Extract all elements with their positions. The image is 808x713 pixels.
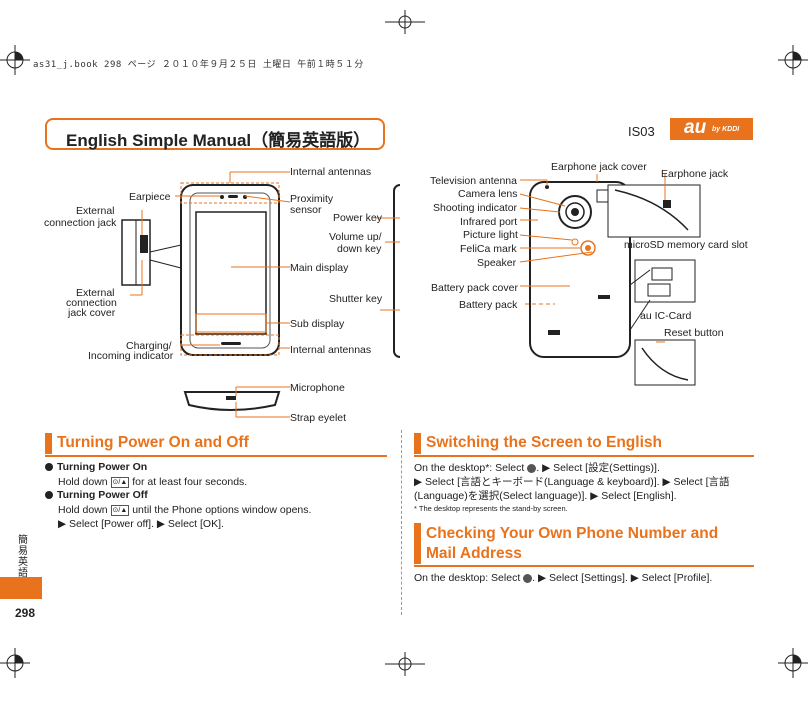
power-on-text: Hold down ⊙/▲ for at least four seconds.	[58, 476, 248, 488]
label-earpiece: Earpiece	[129, 191, 171, 203]
label-camera-lens: Camera lens	[458, 188, 518, 200]
registration-mark-tl-icon	[0, 45, 30, 75]
section-heading-power: Turning Power On and Off	[57, 434, 249, 451]
side-vertical-label: 簡易英語	[18, 535, 28, 579]
section-bar-number	[414, 523, 421, 564]
label-microsd-slot: microSD memory card slot	[624, 239, 748, 251]
english-line-1: On the desktop*: Select . ▶ Select [設定(S…	[414, 462, 660, 474]
label-earphone-jack-cover: Earphone jack cover	[551, 161, 647, 173]
menu-button-icon	[527, 463, 537, 473]
label-speaker: Speaker	[477, 257, 517, 269]
label-shutter-key: Shutter key	[329, 293, 383, 305]
label-volume-1: Volume up/	[329, 231, 382, 243]
section-bar-power	[45, 433, 52, 454]
label-television-antenna: Television antenna	[430, 175, 517, 187]
power-key-icon: ⊙/▲	[110, 504, 130, 516]
au-logo-box: au by KDDI	[670, 117, 753, 140]
label-felica-mark: FeliCa mark	[460, 243, 517, 255]
label-main-display: Main display	[290, 262, 349, 274]
power-off-steps: ▶ Select [Power off]. ▶ Select [OK].	[58, 518, 224, 530]
label-proximity-2: sensor	[290, 204, 322, 216]
label-internal-antennas-bottom: Internal antennas	[290, 344, 372, 356]
page-title: English Simple Manual（簡易英語版）	[66, 131, 371, 150]
registration-mark-bl-icon	[0, 648, 30, 678]
number-line: On the desktop: Select . ▶ Select [Setti…	[414, 572, 713, 584]
english-note: * The desktop represents the stand-by sc…	[414, 504, 568, 513]
registration-mark-br-icon	[778, 648, 808, 678]
label-volume-2: down key	[337, 243, 382, 255]
section-heading-number-1: Checking Your Own Phone Number and	[426, 525, 719, 542]
back-phone-diagram	[519, 174, 701, 386]
registration-mark-tr-icon	[778, 45, 808, 75]
page-number: 298	[15, 606, 36, 620]
power-key-icon: ⊙/▲	[110, 476, 130, 488]
label-charging-2: Incoming indicator	[88, 350, 174, 362]
print-header-line: as31_j.book 298 ページ ２０１０年９月２５日 土曜日 午前１時５…	[33, 60, 364, 70]
label-shooting-indicator: Shooting indicator	[433, 202, 518, 214]
section-bar-english	[414, 433, 421, 454]
label-internal-antennas-top: Internal antennas	[290, 166, 372, 178]
label-au-ic-card: au IC-Card	[640, 310, 692, 322]
menu-button-icon	[523, 573, 533, 583]
section-heading-number-2: Mail Address	[426, 545, 522, 562]
label-reset-button: Reset button	[664, 327, 724, 339]
label-battery-pack: Battery pack	[459, 299, 518, 311]
label-charging-1: Charging/	[126, 340, 172, 352]
model-name: IS03	[628, 124, 655, 139]
front-phone-diagram	[121, 171, 400, 418]
label-proximity-1: Proximity	[290, 193, 334, 205]
section-underline-english	[414, 455, 754, 457]
au-logo-sub: by KDDI	[712, 126, 740, 133]
page-title-box: English Simple Manual（簡易英語版）	[45, 118, 385, 150]
label-infrared-port: Infrared port	[460, 216, 518, 228]
power-off-title: Turning Power Off	[45, 488, 148, 502]
power-on-title: Turning Power On	[45, 460, 147, 474]
bullet-icon	[45, 463, 53, 472]
label-power-key: Power key	[333, 212, 383, 224]
english-line-2: ▶ Select [言語とキーボード(Language & keyboard)]…	[414, 476, 730, 488]
english-line-3: (Language)を選択(Select language)]. ▶ Selec…	[414, 490, 677, 502]
label-strap-eyelet: Strap eyelet	[290, 412, 347, 424]
label-jack-cover-2: connection	[66, 297, 117, 309]
registration-mark-top-center-icon	[385, 10, 425, 34]
column-divider	[401, 430, 402, 615]
label-picture-light: Picture light	[463, 229, 518, 241]
label-external-jack-2: connection jack	[44, 217, 117, 229]
section-underline-number	[414, 565, 754, 567]
registration-mark-bottom-center-icon	[385, 652, 425, 676]
power-off-text: Hold down ⊙/▲ until the Phone options wi…	[58, 504, 312, 516]
side-tab	[0, 577, 42, 599]
section-heading-english: Switching the Screen to English	[426, 434, 662, 451]
label-jack-cover-1: External	[76, 287, 115, 299]
label-jack-cover-3: jack cover	[68, 307, 116, 319]
label-microphone: Microphone	[290, 382, 345, 394]
au-logo-text: au	[684, 117, 707, 138]
label-sub-display: Sub display	[290, 318, 345, 330]
bullet-icon	[45, 491, 53, 500]
label-battery-pack-cover: Battery pack cover	[431, 282, 518, 294]
label-external-jack-1: External	[76, 205, 115, 217]
label-earphone-jack: Earphone jack	[661, 168, 729, 180]
section-underline-power	[45, 455, 387, 457]
